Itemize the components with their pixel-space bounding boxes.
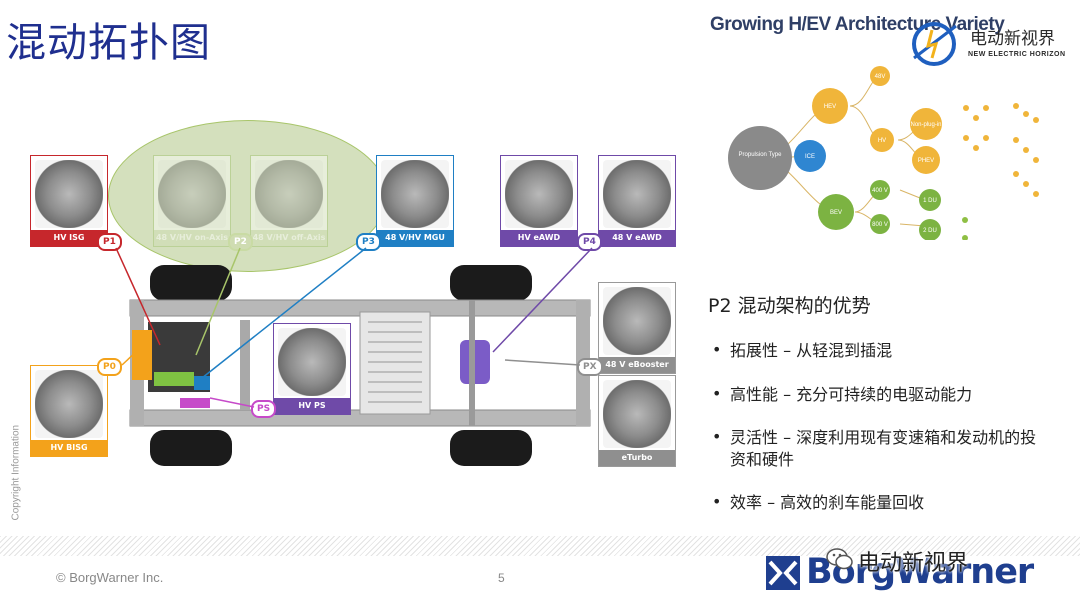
tag-p0: P0 xyxy=(97,358,122,376)
ebooster-image xyxy=(603,287,671,355)
node-phev xyxy=(912,146,940,174)
card-eturbo-caption: eTurbo xyxy=(599,450,675,466)
wheel-rear-right xyxy=(450,430,532,466)
hv-ps-image xyxy=(278,328,346,396)
frame-cross xyxy=(240,320,250,410)
card-hv-eawd: HV eAWD xyxy=(500,155,578,247)
card-mgu-caption: 48 V/HV MGU xyxy=(377,230,453,246)
svg-text:2 DU: 2 DU xyxy=(923,228,937,234)
diagram-title: Growing H/EV Architecture Variety xyxy=(710,14,1005,35)
card-on-axis-caption: 48 V/HV on-Axis xyxy=(154,230,230,246)
hv-eawd-image xyxy=(505,160,573,228)
brand-top-name: 电动新视界 xyxy=(970,29,1055,49)
card-hv-ps: HV PS xyxy=(273,323,351,415)
svg-text:400 V: 400 V xyxy=(872,188,888,194)
card-hv-ps-caption: HV PS xyxy=(274,398,350,414)
card-off-axis: 48 V/HV off-Axis xyxy=(250,155,328,247)
node-48v xyxy=(870,66,890,86)
svg-text:Non-plug-in: Non-plug-in xyxy=(910,122,941,128)
node-nonplugin xyxy=(910,108,942,140)
advantage-item: •高性能 – 充分可持续的电驱动能力 xyxy=(712,384,973,404)
svg-text:ICE: ICE xyxy=(805,154,815,160)
48v-eawd-image xyxy=(603,160,671,228)
tag-p2: P2 xyxy=(228,233,253,251)
mgu-image xyxy=(381,160,449,228)
svg-text:BEV: BEV xyxy=(830,210,842,216)
node-hev xyxy=(812,88,848,124)
ps-motor-mark xyxy=(180,398,210,408)
off-axis-image xyxy=(255,160,323,228)
electric-horizon-logo-icon xyxy=(912,22,957,66)
on-axis-image xyxy=(158,160,226,228)
card-hv-isg-caption: HV ISG xyxy=(31,230,107,246)
hv-isg-image xyxy=(35,160,103,228)
wechat-icon xyxy=(826,548,853,570)
advantage-item: •拓展性 – 从轻混到插混 xyxy=(712,340,893,360)
wheel-front-right xyxy=(150,430,232,466)
svg-text:48V: 48V xyxy=(875,74,886,80)
tag-px: PX xyxy=(577,358,603,376)
advantage-item: •灵活性 – 深度利用现有变速箱和发动机的投资和硬件 xyxy=(712,427,1037,469)
svg-text:HEV: HEV xyxy=(824,104,836,110)
svg-text:800 V: 800 V xyxy=(872,222,888,228)
tag-p3: P3 xyxy=(356,233,381,251)
card-ebooster-caption: 48 V eBooster xyxy=(599,357,675,373)
hv-bisg-image xyxy=(35,370,103,438)
brand-top-subtitle: NEW ELECTRIC HORIZON xyxy=(968,51,1066,58)
node-bev xyxy=(818,194,854,230)
vehicle-chassis-illustration xyxy=(129,265,591,466)
connector-lines xyxy=(115,247,593,408)
card-hv-bisg: HV BISG xyxy=(30,365,108,457)
node-400v xyxy=(870,180,890,200)
card-eb-booster: 48 V eBooster xyxy=(598,282,676,374)
advantages-title: P2 混动架构的优势 xyxy=(708,295,871,317)
card-48v-eawd: 48 V eAWD xyxy=(598,155,676,247)
node-propulsion-label: Propulsion Type xyxy=(739,152,783,158)
page-number: 5 xyxy=(498,571,505,585)
card-hv-bisg-caption: HV BISG xyxy=(31,440,107,456)
wheel-front-left xyxy=(150,265,232,301)
card-hv-eawd-caption: HV eAWD xyxy=(501,230,577,246)
footer-stripe xyxy=(0,536,1080,556)
node-propulsion xyxy=(728,126,792,190)
node-2du xyxy=(919,219,941,240)
eturbo-image xyxy=(603,380,671,448)
card-off-axis-caption: 48 V/HV off-Axis xyxy=(251,230,327,246)
node-800v xyxy=(870,214,890,234)
wheel-rear-left xyxy=(450,265,532,301)
card-mgu: 48 V/HV MGU xyxy=(376,155,454,247)
p3-motor-mark xyxy=(194,376,210,390)
tag-p1: P1 xyxy=(97,233,122,251)
svg-text:1 DU: 1 DU xyxy=(923,198,937,204)
svg-text:HV: HV xyxy=(878,138,886,144)
architecture-tree-diagram: Propulsion Type HEV ICE BEV 48V HV Non-p… xyxy=(728,66,1039,240)
node-1du xyxy=(919,189,941,211)
card-48v-eawd-caption: 48 V eAWD xyxy=(599,230,675,246)
p0-motor-mark xyxy=(132,330,152,380)
node-hv xyxy=(870,128,894,152)
tag-ps: PS xyxy=(251,400,277,418)
card-hv-isg: HV ISG xyxy=(30,155,108,247)
slide-title: 混动拓扑图 xyxy=(6,20,211,66)
watermark-text: 电动新视界 xyxy=(858,551,969,576)
p2-motor-mark xyxy=(154,372,194,386)
card-eturbo: eTurbo xyxy=(598,375,676,467)
borgwarner-logo-icon xyxy=(766,556,800,590)
svg-text:PHEV: PHEV xyxy=(918,158,934,164)
advantage-item: •效率 – 高效的刹车能量回收 xyxy=(712,492,925,512)
node-ice xyxy=(794,140,826,172)
card-on-axis: 48 V/HV on-Axis xyxy=(153,155,231,247)
tag-p4: P4 xyxy=(577,233,602,251)
footer-copyright: © BorgWarner Inc. xyxy=(56,570,164,585)
